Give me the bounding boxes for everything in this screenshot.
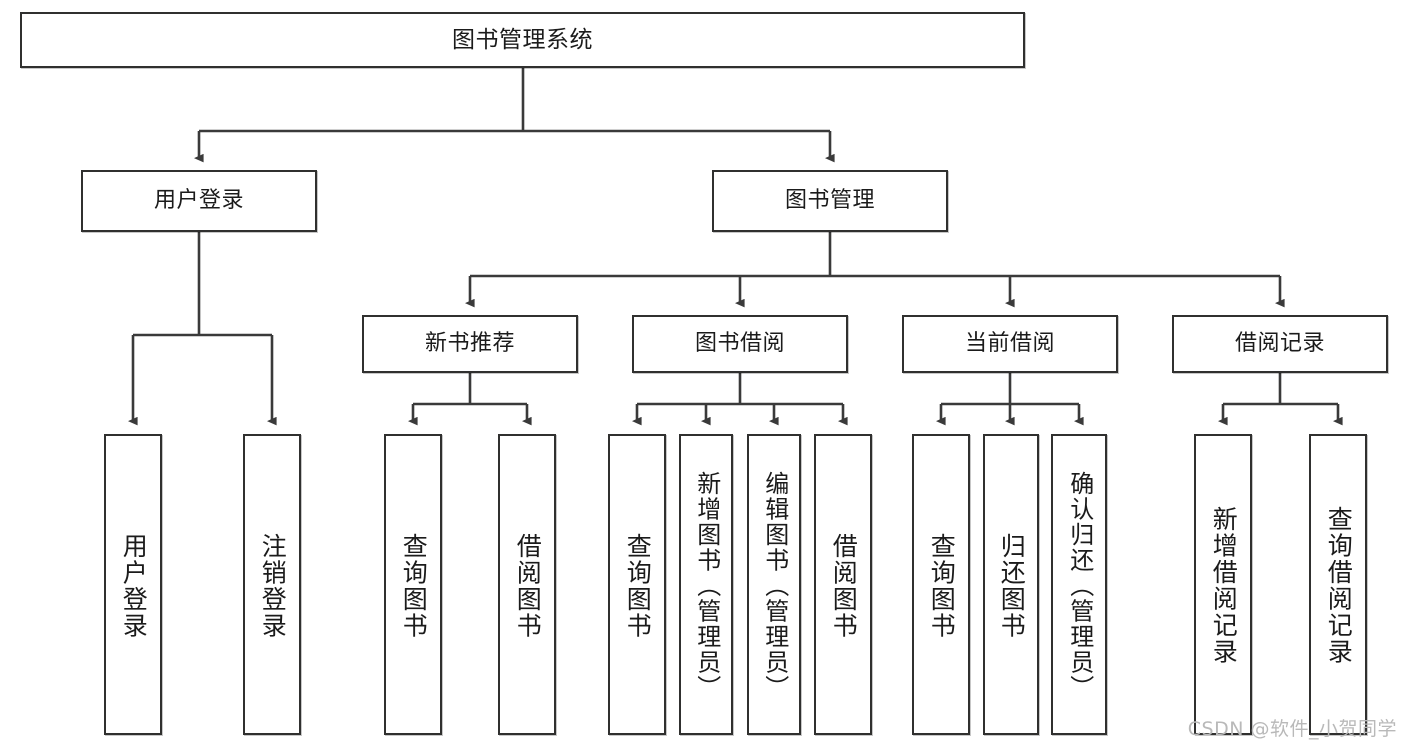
leaf-new-book-1[interactable]: 查询图书 [384, 434, 442, 735]
leaf-current-borrow-1-label: 查询图书 [927, 532, 957, 639]
node-borrow-record[interactable]: 借阅记录 [1172, 315, 1388, 373]
leaf-book-borrow-4[interactable]: 借阅图书 [814, 434, 872, 735]
leaf-borrow-record-2-label: 查询借阅记录 [1324, 506, 1354, 665]
leaf-current-borrow-1[interactable]: 查询图书 [912, 434, 970, 735]
leaf-new-book-2-label: 借阅图书 [513, 532, 543, 639]
node-current-borrow[interactable]: 当前借阅 [902, 315, 1118, 373]
leaf-current-borrow-2[interactable]: 归还图书 [983, 434, 1039, 735]
leaf-book-borrow-4-label: 借阅图书 [829, 532, 859, 639]
leaf-new-book-2[interactable]: 借阅图书 [498, 434, 556, 735]
leaf-book-borrow-1-label: 查询图书 [623, 532, 653, 639]
leaf-user-login-1[interactable]: 用户登录 [104, 434, 162, 735]
leaf-current-borrow-2-label: 归还图书 [997, 532, 1027, 639]
leaf-book-borrow-2[interactable]: 新增图书（管理员） [679, 434, 733, 735]
leaf-book-borrow-1[interactable]: 查询图书 [608, 434, 666, 735]
node-new-book-label: 新书推荐 [424, 331, 515, 357]
leaf-borrow-record-1-label: 新增借阅记录 [1209, 506, 1239, 665]
leaf-current-borrow-3[interactable]: 确认归还（管理员） [1051, 434, 1107, 735]
node-root[interactable]: 图书管理系统 [20, 12, 1025, 68]
csdn-watermark: CSDN @软件_小贺同学 [1187, 718, 1397, 740]
leaf-current-borrow-3-label: 确认归还（管理员） [1065, 470, 1094, 701]
leaf-borrow-record-2[interactable]: 查询借阅记录 [1309, 434, 1367, 735]
node-borrow-record-label: 借阅记录 [1234, 331, 1325, 357]
leaf-book-borrow-3[interactable]: 编辑图书（管理员） [747, 434, 801, 735]
node-book-borrow[interactable]: 图书借阅 [632, 315, 848, 373]
node-new-book[interactable]: 新书推荐 [362, 315, 578, 373]
leaf-borrow-record-1[interactable]: 新增借阅记录 [1194, 434, 1252, 735]
leaf-new-book-1-label: 查询图书 [399, 532, 429, 639]
node-root-label: 图书管理系统 [452, 26, 593, 53]
leaf-book-borrow-2-label: 新增图书（管理员） [692, 470, 721, 701]
leaf-user-login-2-label: 注销登录 [258, 532, 288, 639]
leaf-user-login-1-label: 用户登录 [119, 532, 149, 639]
node-book-manage-label: 图书管理 [784, 188, 875, 214]
node-user-login[interactable]: 用户登录 [81, 170, 317, 232]
node-book-manage[interactable]: 图书管理 [712, 170, 948, 232]
node-user-login-label: 用户登录 [153, 188, 244, 214]
leaf-book-borrow-3-label: 编辑图书（管理员） [760, 470, 789, 701]
leaf-user-login-2[interactable]: 注销登录 [243, 434, 301, 735]
node-book-borrow-label: 图书借阅 [694, 331, 785, 357]
node-current-borrow-label: 当前借阅 [964, 331, 1055, 357]
